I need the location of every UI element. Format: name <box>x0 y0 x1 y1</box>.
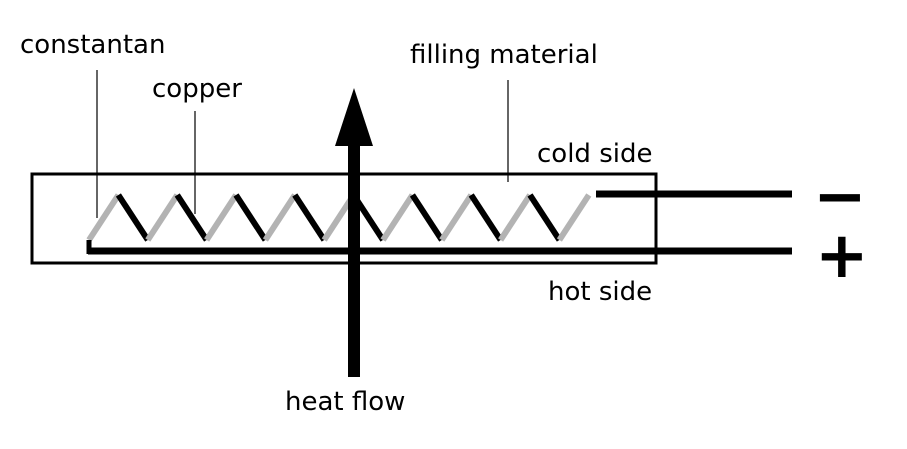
constantan-segment <box>380 193 415 242</box>
constantan-segment <box>556 193 592 242</box>
sensor-body <box>30 172 658 265</box>
copper-segment <box>233 193 268 242</box>
copper-segment <box>468 193 504 242</box>
copper-label: copper <box>152 74 242 104</box>
constantan-segment <box>145 193 180 242</box>
constantan-segment <box>86 193 121 242</box>
cold-side-label: cold side <box>537 139 652 169</box>
copper-segment <box>409 193 445 242</box>
copper-segment <box>174 193 210 242</box>
filling-material-label: filling material <box>410 40 598 70</box>
copper-segment <box>527 193 562 242</box>
constantan-segment <box>439 193 474 242</box>
constantan-segment <box>204 193 239 242</box>
thermocouple-chain <box>86 193 592 242</box>
heat-flow-arrow-head <box>335 88 373 146</box>
heat-flow-label: heat flow <box>285 387 405 417</box>
negative-terminal-sign: − <box>813 160 867 234</box>
constantan-segment <box>262 193 298 242</box>
positive-terminal-sign: + <box>815 219 869 293</box>
hot-side-label: hot side <box>548 277 652 307</box>
constantan-label: constantan <box>20 30 165 60</box>
constantan-segment <box>498 193 533 242</box>
copper-segment <box>115 193 151 242</box>
copper-segment <box>292 193 327 242</box>
